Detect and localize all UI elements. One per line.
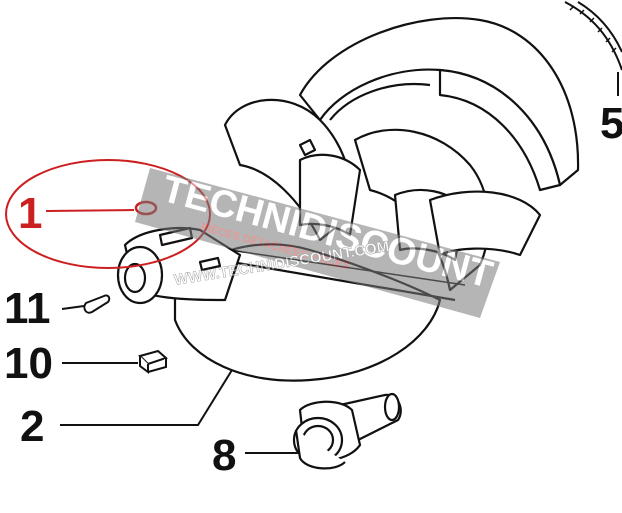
part-5-ring-edge bbox=[564, 1, 622, 71]
callout-1: 1 bbox=[18, 189, 42, 238]
callout-5: 5 bbox=[600, 99, 622, 148]
leader-2 bbox=[60, 369, 233, 426]
callout-11: 11 bbox=[4, 284, 51, 333]
callout-2: 2 bbox=[20, 402, 44, 451]
callout-8: 8 bbox=[212, 431, 236, 480]
leader-1 bbox=[45, 209, 135, 212]
part-8-bolt bbox=[292, 392, 402, 470]
callout-10: 10 bbox=[4, 339, 53, 388]
leader-11 bbox=[61, 305, 85, 310]
part-11-pin bbox=[83, 294, 111, 314]
part-10-block bbox=[138, 349, 168, 374]
leader-lines bbox=[60, 72, 619, 454]
